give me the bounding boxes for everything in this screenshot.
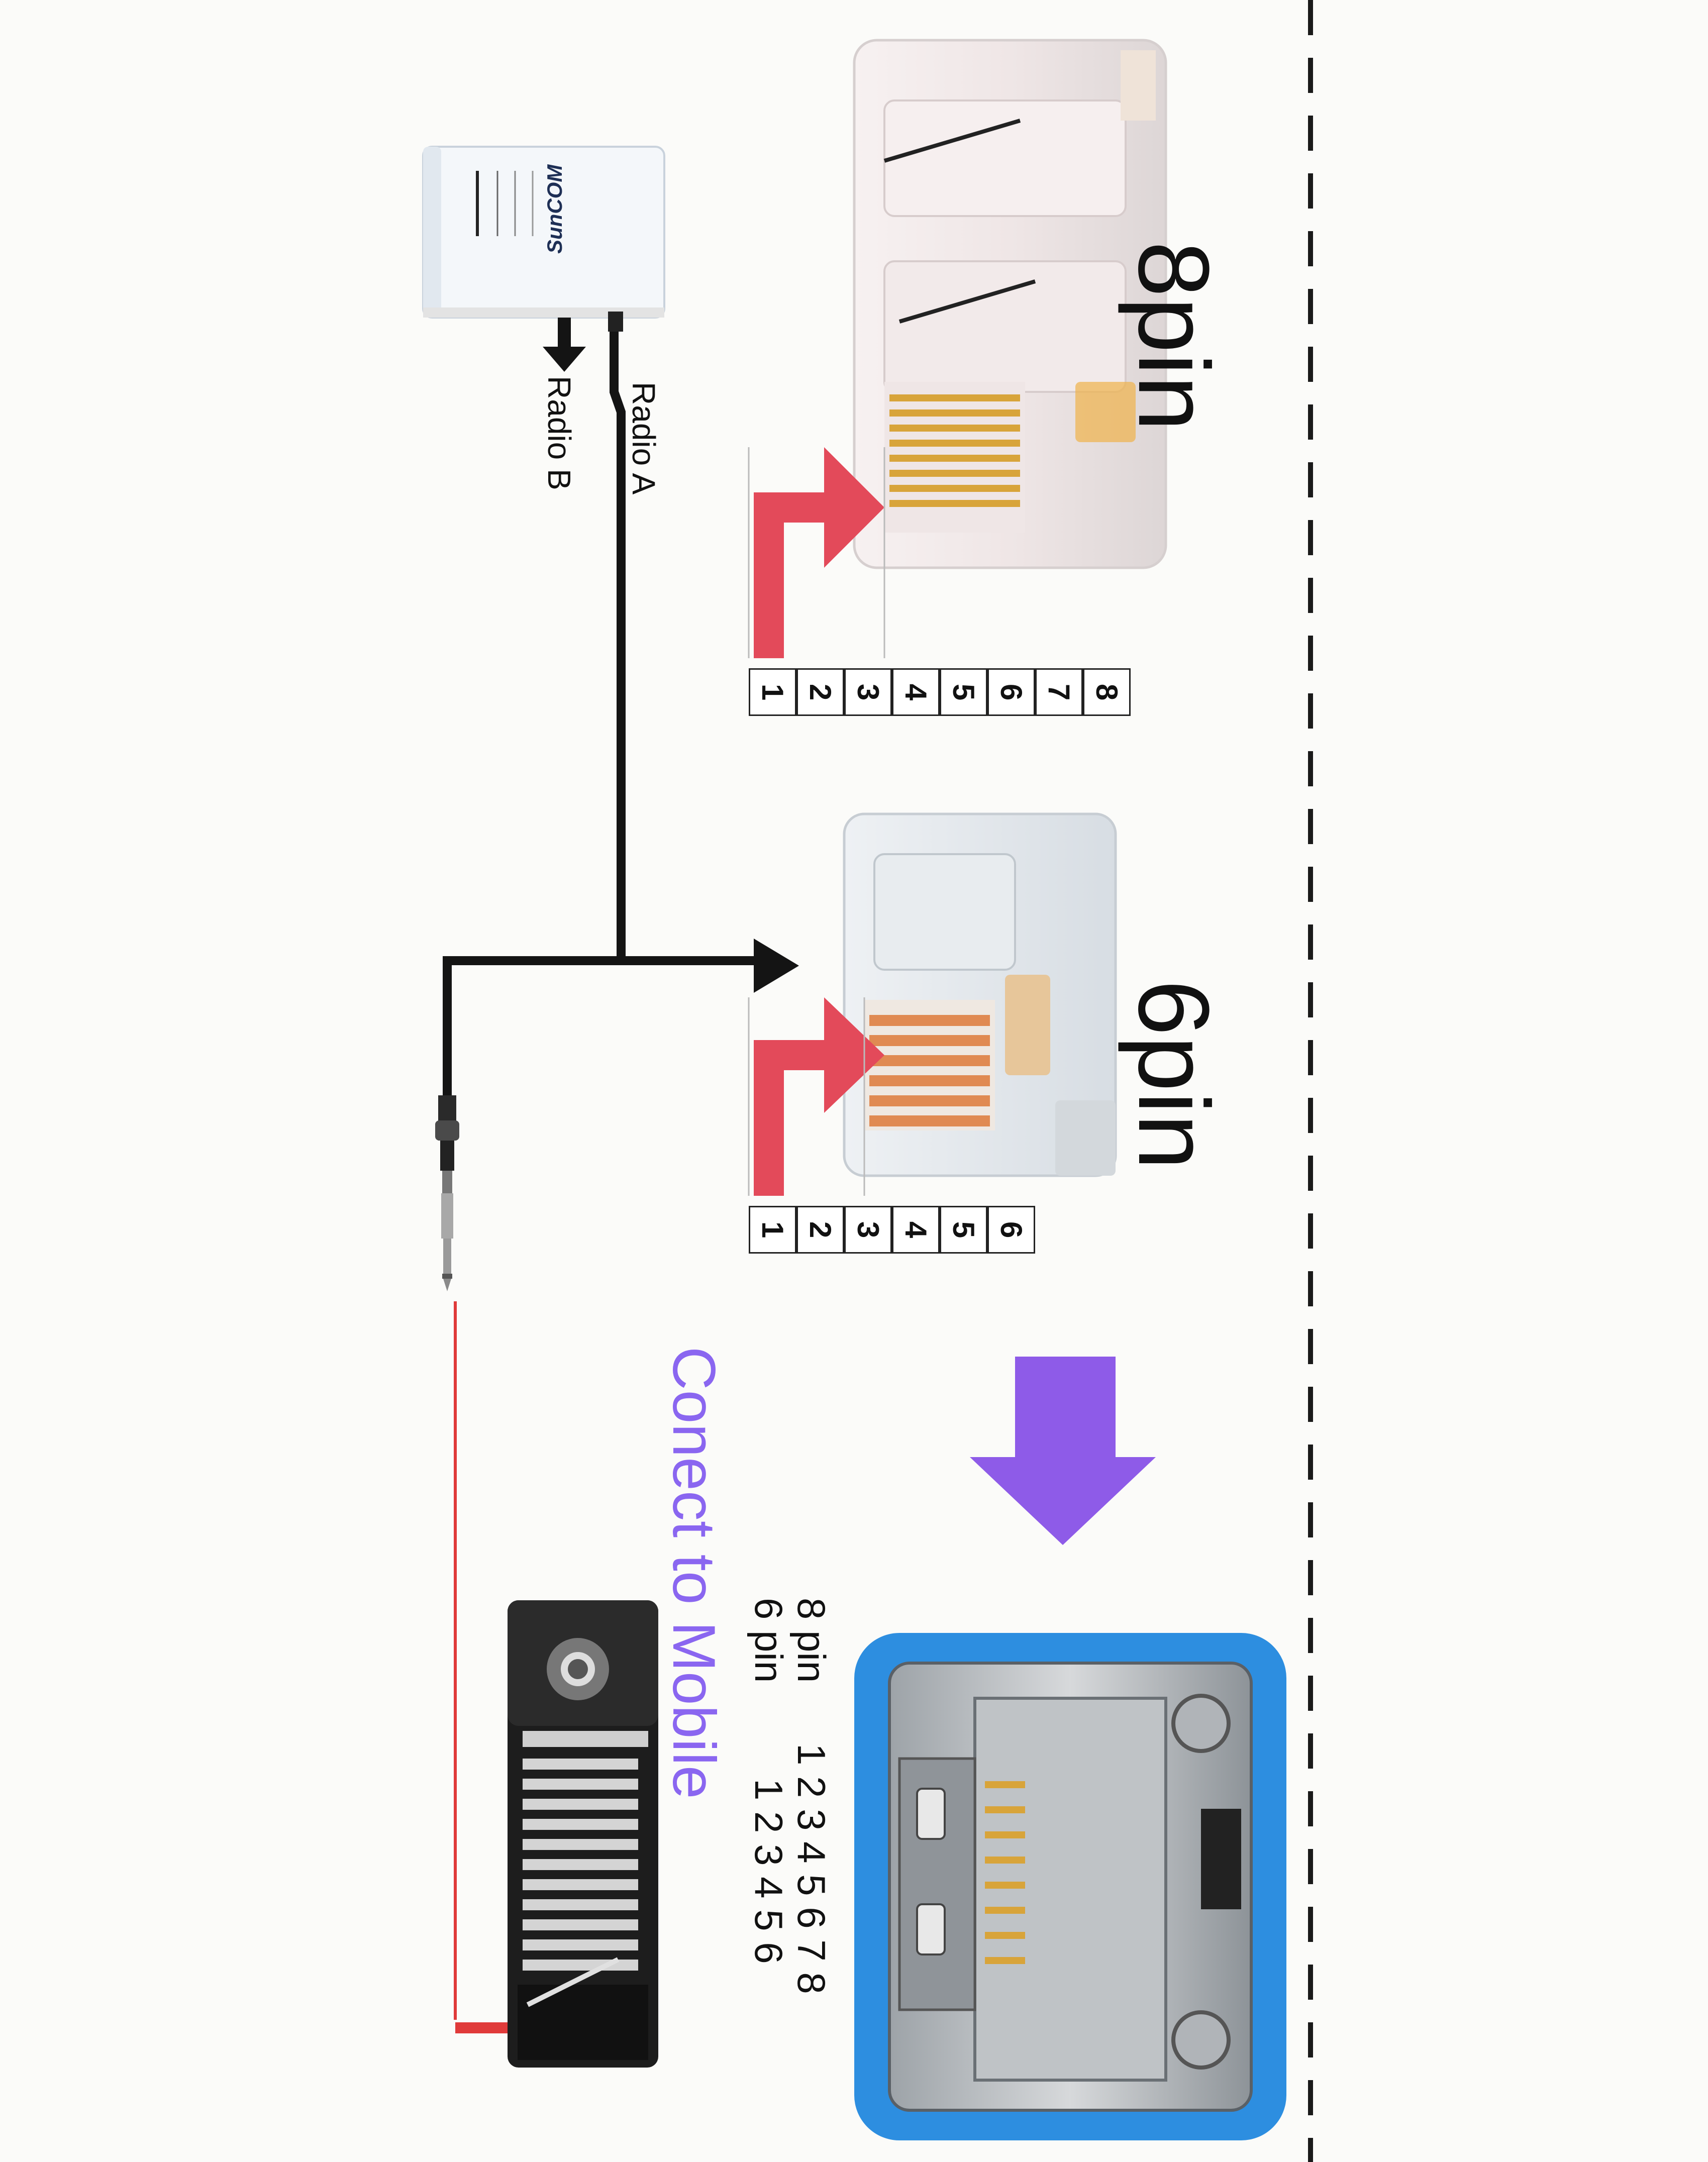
pin-8-7: 7 bbox=[1035, 668, 1083, 716]
title-6pin: 6pin bbox=[1118, 980, 1230, 1170]
pin-8-3: 3 bbox=[844, 668, 892, 716]
pin-6-6: 6 bbox=[987, 1206, 1035, 1254]
pin-8-4: 4 bbox=[892, 668, 940, 716]
pin-8-1: 1 bbox=[749, 668, 796, 716]
socket-8pin-label: 8 pin bbox=[789, 1598, 834, 1683]
title-8pin: 8pin bbox=[1118, 241, 1230, 432]
pin-6-3: 3 bbox=[844, 1206, 892, 1254]
rj45-8pin-plug bbox=[853, 39, 1167, 569]
pin-6-2: 2 bbox=[796, 1206, 844, 1254]
jack-cable bbox=[443, 956, 621, 1095]
socket-8pin-numbers: 1 2 3 4 5 6 7 8 bbox=[789, 1743, 834, 1994]
router-device bbox=[422, 146, 665, 319]
radio-a-cable bbox=[610, 318, 626, 961]
pin-8-5: 5 bbox=[940, 668, 987, 716]
connect-to-mobile-caption: Conect to Mobile bbox=[660, 1347, 728, 1799]
pin-6-5: 5 bbox=[940, 1206, 987, 1254]
pin-8-2: 2 bbox=[796, 668, 844, 716]
pin-6-1: 1 bbox=[749, 1206, 796, 1254]
radio-b-arrow bbox=[543, 318, 586, 372]
radio-a-label: Radio A bbox=[626, 382, 662, 495]
red-arrow-6pin bbox=[754, 1040, 824, 1196]
pin-8-6: 6 bbox=[987, 668, 1035, 716]
rj11-6pin-plug bbox=[843, 812, 1117, 1177]
red-arrow-8pin bbox=[754, 492, 824, 658]
pin-6-4: 4 bbox=[892, 1206, 940, 1254]
purple-arrow bbox=[970, 1357, 1156, 1545]
audio-jack bbox=[435, 1095, 459, 1291]
rj-socket bbox=[854, 1633, 1286, 2140]
socket-6pin-numbers: 1 2 3 4 5 6 bbox=[747, 1779, 791, 1964]
router-brand-logo: SunCOM bbox=[543, 164, 566, 254]
mobile-radio-unit bbox=[508, 1600, 658, 2068]
branch-arrowhead bbox=[754, 939, 799, 993]
socket-6pin-label: 6 pin bbox=[747, 1598, 791, 1683]
pin-8-8: 8 bbox=[1083, 668, 1131, 716]
radio-b-label: Radio B bbox=[541, 376, 577, 490]
